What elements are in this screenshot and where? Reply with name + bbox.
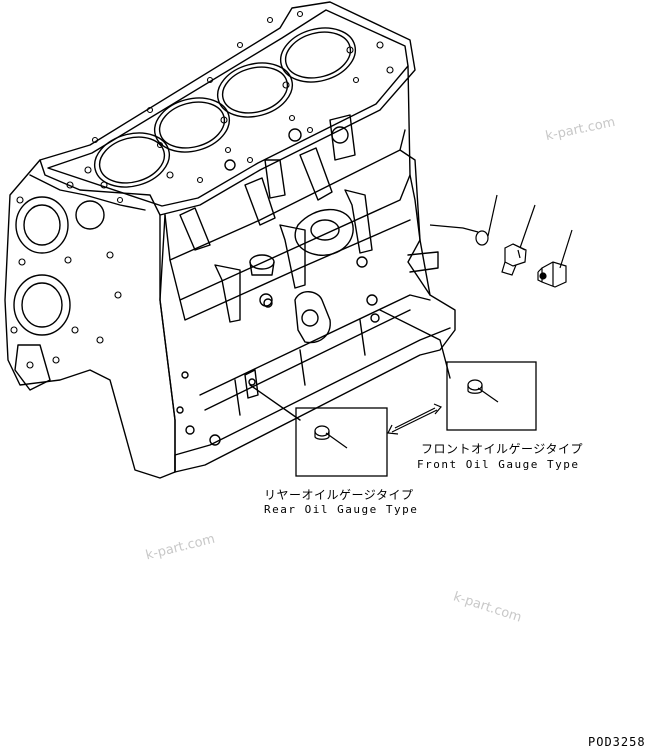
cam-follower-bosses — [179, 147, 333, 251]
front-gauge-label-en: Front Oil Gauge Type — [417, 458, 580, 471]
leader-rear — [249, 384, 301, 421]
block-front-face — [4, 159, 176, 479]
rear-gauge-detail-box — [295, 407, 388, 477]
crankshaft-bore — [13, 274, 71, 336]
cylinder-bore-3 — [216, 62, 294, 118]
oil-gallery-plug — [475, 230, 489, 246]
block-top-deck — [39, 1, 416, 216]
cylinder-bore-2 — [153, 97, 231, 153]
rear-gauge-label-jp: リヤーオイルゲージタイプ — [264, 488, 414, 502]
cylinder-bore-4 — [279, 27, 357, 83]
oil-cooler-mount — [294, 208, 354, 256]
drawing-code: POD3258 — [588, 735, 646, 749]
oil-pressure-sensor-adapter — [501, 204, 536, 276]
plug-leader — [429, 224, 479, 233]
rear-gauge-label-en: Rear Oil Gauge Type — [264, 503, 419, 516]
front-gauge-label-jp: フロントオイルゲージタイプ — [421, 442, 584, 456]
side-cover-plate — [294, 291, 331, 344]
camshaft-bore — [15, 196, 69, 254]
cylinder-bore-1 — [93, 132, 171, 188]
front-gauge-detail-box — [446, 361, 537, 431]
pan-rail — [174, 327, 451, 473]
double-arrow — [387, 403, 442, 435]
oil-pressure-switch — [537, 229, 573, 288]
